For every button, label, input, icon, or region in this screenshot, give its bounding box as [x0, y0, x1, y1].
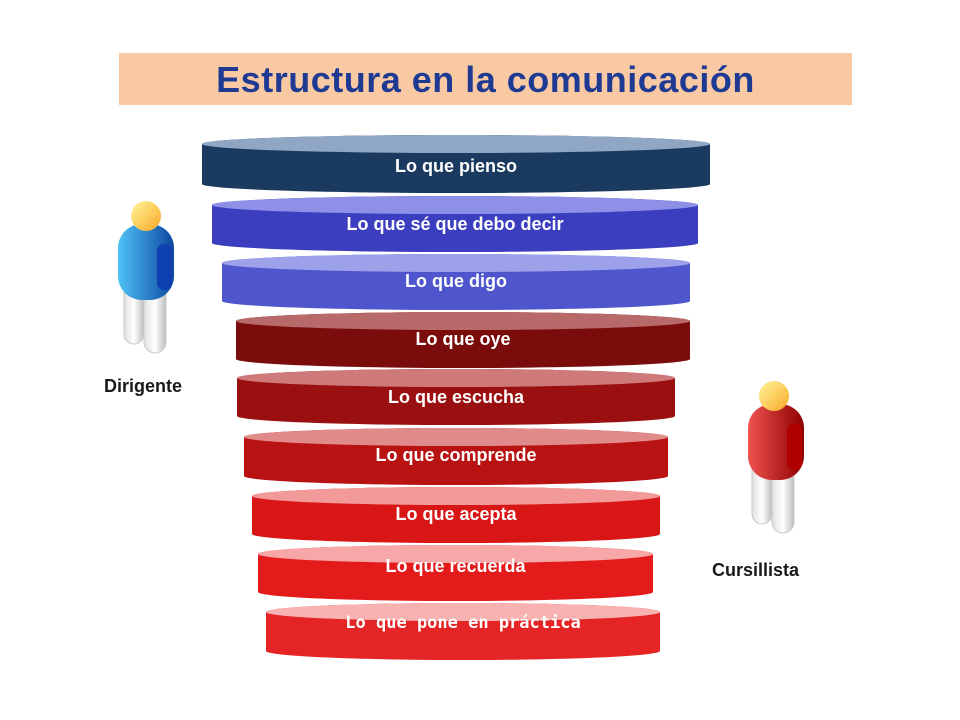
- funnel-layer-rim: [258, 545, 653, 563]
- funnel-layer-7: [252, 487, 660, 543]
- funnel-layer-8: [258, 545, 653, 601]
- funnel-layer-label: Lo que pienso: [394, 156, 517, 176]
- funnel-layer-rim: [222, 254, 690, 272]
- funnel-layer-rim: [244, 428, 668, 446]
- funnel-layer-rim: [202, 135, 710, 153]
- funnel-layer-label: Lo que oye: [415, 329, 511, 349]
- funnel-layer-rim: [236, 312, 690, 330]
- funnel-layer-6: [244, 428, 668, 485]
- funnel-layer-label: Lo que pone en práctica: [345, 613, 581, 633]
- funnel-layer-label: Lo que sé que debo decir: [346, 214, 564, 234]
- page-title: Estructura en la comunicación: [216, 59, 755, 100]
- funnel-layer-rim: [252, 487, 660, 505]
- funnel-layer-2: [212, 196, 698, 252]
- funnel-layer-5: [237, 369, 675, 425]
- funnel-layer-9: [266, 603, 660, 660]
- funnel-layer-label: Lo que acepta: [395, 504, 517, 524]
- cursillista-person-icon: [748, 381, 804, 534]
- funnel-layer-label: Lo que digo: [405, 271, 507, 291]
- funnel-layer-label: Lo que recuerda: [385, 556, 526, 576]
- funnel-layer-4: [236, 312, 690, 368]
- title-banner: Estructura en la comunicación: [119, 53, 852, 105]
- funnel-layer-rim: [237, 369, 675, 387]
- funnel-layer-label: Lo que comprende: [375, 445, 537, 465]
- funnel-layer-rim: [212, 196, 698, 214]
- funnel-layer-rim: [266, 603, 660, 621]
- funnel-layer-1: [202, 135, 710, 193]
- funnel-layer-label: Lo que escucha: [387, 387, 525, 407]
- cursillista-label: Cursillista: [712, 560, 800, 580]
- dirigente-label: Dirigente: [104, 376, 183, 396]
- funnel-layer-3: [222, 254, 690, 310]
- dirigente-person-icon: [118, 201, 174, 354]
